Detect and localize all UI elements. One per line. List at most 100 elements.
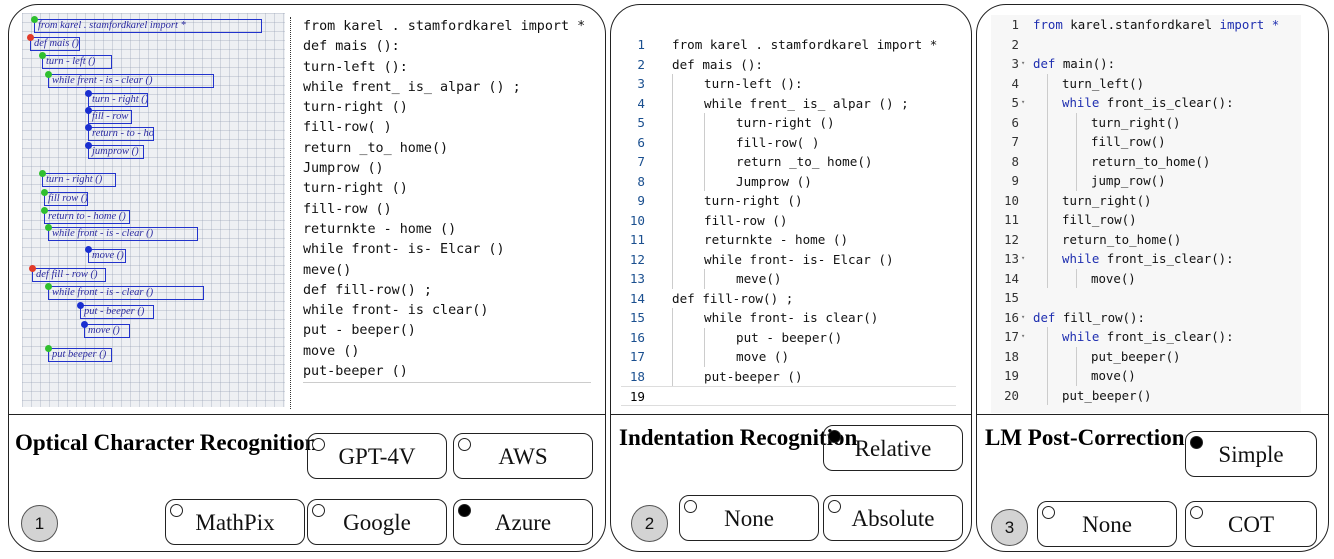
ocr-line: put-beeper () — [303, 362, 591, 384]
option-none[interactable]: None — [679, 495, 819, 541]
panel-title-ocr: Optical Character Recognition — [15, 430, 318, 455]
panel-divider — [9, 414, 605, 415]
fold-arrow-icon[interactable]: ▾ — [1021, 332, 1026, 340]
line-number: 20 — [1004, 387, 1019, 403]
code-text: Jumprow () — [736, 173, 812, 189]
dotted-separator — [290, 17, 291, 409]
option-aws[interactable]: AWS — [453, 433, 593, 479]
code-text: from karel.stanfordkarel import * — [1033, 17, 1280, 32]
indent-guide — [1076, 151, 1077, 171]
ocr-line: turn-right () — [303, 181, 408, 197]
option-absolute[interactable]: Absolute — [823, 495, 963, 541]
line-number: 16 — [1004, 309, 1019, 325]
code-text: while front_is_clear(): — [1062, 95, 1234, 110]
indent-guide — [1047, 366, 1048, 386]
option-label: COT — [1228, 512, 1274, 537]
fold-arrow-icon[interactable]: ▾ — [1021, 59, 1026, 67]
fold-arrow-icon[interactable]: ▾ — [1021, 254, 1026, 262]
code-line: 3▾def main(): — [991, 54, 1301, 74]
radio-icon — [312, 438, 325, 451]
indent-guide — [672, 132, 673, 152]
line-marker-dot — [85, 90, 92, 97]
handwritten-line-box: turn - left () — [42, 55, 112, 69]
indent-guide — [672, 113, 673, 133]
line-marker-dot — [39, 170, 46, 177]
handwritten-line-box: fill - row () — [88, 110, 132, 124]
option-azure[interactable]: Azure — [453, 499, 593, 545]
code-line: 13▾ while front_is_clear(): — [991, 249, 1301, 269]
code-line: 2 — [991, 35, 1301, 55]
line-marker-dot — [27, 34, 34, 41]
code-text: move () — [736, 349, 790, 364]
code-text: turn-right () — [736, 115, 835, 130]
option-label: Relative — [854, 436, 932, 461]
code-text: while front- is clear() — [704, 310, 879, 325]
line-number: 1 — [1011, 17, 1019, 32]
indent-guide — [704, 269, 705, 289]
radio-icon — [1190, 506, 1203, 519]
code-line: 17▾while front_is_clear(): — [991, 327, 1301, 347]
handwritten-code-photo: from karel . stamfordkarel import *def m… — [22, 13, 285, 407]
line-marker-dot — [45, 345, 52, 352]
indent-guide — [1047, 132, 1048, 152]
fold-arrow-icon[interactable]: ▾ — [1021, 98, 1026, 106]
line-number: 9 — [1011, 173, 1019, 188]
keyword: * — [1264, 17, 1280, 32]
line-number: 19 — [1004, 368, 1019, 383]
code-text: meve() — [736, 271, 782, 286]
option-cot[interactable]: COT — [1185, 501, 1317, 547]
code-text: put_beeper() — [1062, 387, 1152, 403]
line-number: 19 — [629, 389, 645, 404]
option-relative[interactable]: Relative — [823, 425, 963, 471]
line-marker-dot — [85, 142, 92, 149]
handwritten-line-box: move () — [84, 324, 130, 338]
code-text: return_to_home() — [1062, 231, 1182, 247]
handwritten-line-box: while frent - is - clear () — [48, 74, 214, 88]
line-number: 18 — [1004, 348, 1019, 364]
ocr-line: fill-row( ) — [303, 120, 392, 136]
ocr-panel: from karel . stamfordkarel import *def m… — [8, 4, 606, 552]
code-text: while front_is_clear(): — [1062, 251, 1234, 266]
panel-title-indentation: Indentation Recognition — [619, 425, 858, 450]
line-number: 2 — [637, 56, 645, 72]
code-text: fill-row( ) — [736, 134, 820, 150]
option-simple[interactable]: Simple — [1185, 431, 1317, 477]
line-number: 4 — [637, 95, 645, 111]
line-marker-dot — [85, 124, 92, 131]
ocr-line: def mais (): — [303, 39, 400, 55]
line-number: 13 — [1004, 251, 1019, 266]
indent-guide — [1047, 73, 1048, 93]
ocr-line: return _to_ home() — [303, 140, 449, 156]
indent-guide — [1047, 151, 1048, 171]
code-text: from karel . stamfordkarel import * — [672, 37, 938, 52]
handwritten-line-box: move () — [88, 249, 126, 263]
indent-guide — [1047, 327, 1048, 347]
option-google[interactable]: Google — [307, 499, 447, 545]
option-mathpix[interactable]: MathPix — [165, 499, 305, 545]
line-number: 14 — [629, 290, 645, 306]
ocr-line: meve() — [303, 262, 352, 278]
option-label: None — [724, 506, 774, 531]
indent-guide — [704, 171, 705, 191]
fold-arrow-icon[interactable]: ▾ — [1021, 312, 1026, 321]
indent-guide — [1047, 249, 1048, 269]
handwritten-line-box: while front - is - clear () — [48, 227, 198, 241]
radio-selected-icon — [458, 504, 471, 517]
line-number: 10 — [629, 212, 645, 228]
line-number: 12 — [629, 251, 645, 267]
option-gpt4v[interactable]: GPT-4V — [307, 433, 447, 479]
code-text: turn_right() — [1062, 192, 1152, 208]
panel-divider — [977, 414, 1328, 415]
option-label: Absolute — [851, 506, 935, 531]
code-text: fill_row() — [1091, 134, 1166, 149]
indent-guide — [672, 230, 673, 250]
radio-selected-icon — [828, 430, 841, 443]
option-none[interactable]: None — [1037, 501, 1177, 547]
indent-guide — [672, 74, 673, 94]
